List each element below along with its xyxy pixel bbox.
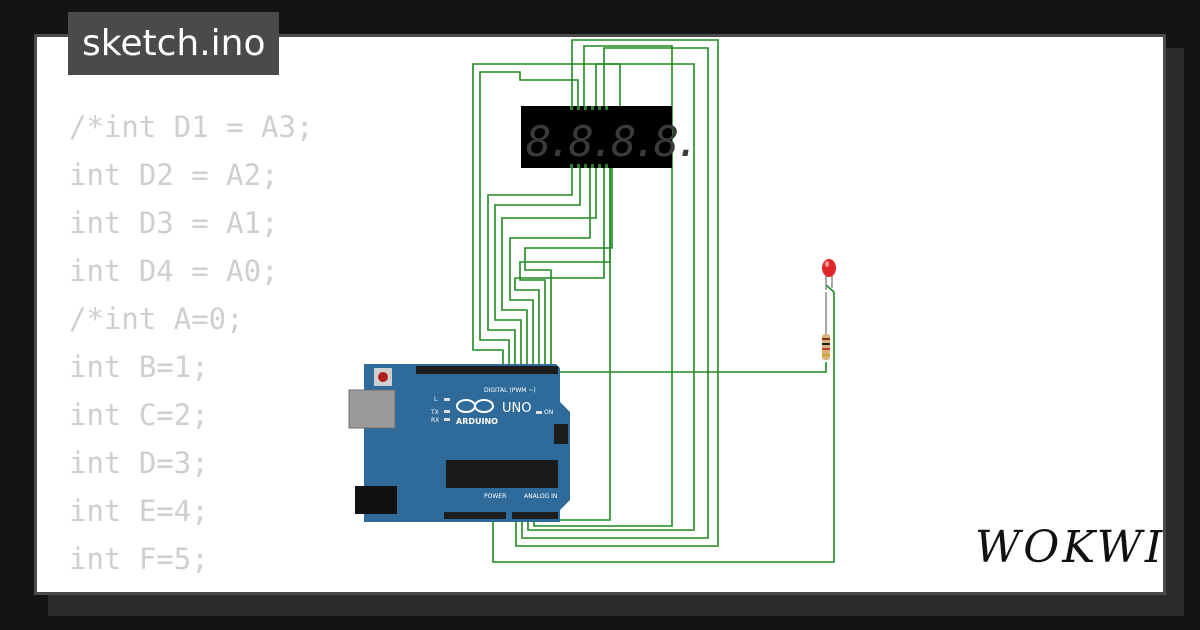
infinity-logo-icon <box>456 399 494 413</box>
code-snippet: /*int D1 = A3; int D2 = A2; int D3 = A1;… <box>69 103 314 592</box>
wire <box>527 63 695 531</box>
wire <box>472 63 621 368</box>
code-line: int D3 = A1; <box>69 206 279 240</box>
uno-label: UNO <box>502 401 531 416</box>
wires <box>472 39 835 563</box>
display-digits: 8.8.8.8. <box>526 117 696 166</box>
arduino-board: DIGITAL (PWM ~) ARDUINO UNO POWER ANALOG… <box>348 364 570 522</box>
l-label: L <box>434 396 438 403</box>
wire <box>501 162 597 368</box>
rx-label: RX <box>431 417 439 424</box>
arduino-logo-text: ARDUINO <box>456 417 498 426</box>
code-line: /*int A=0; <box>69 302 244 336</box>
led-icon <box>822 259 836 290</box>
wire <box>509 162 591 368</box>
code-line: int D2 = A2; <box>69 158 279 192</box>
sketch-title: sketch.ino <box>68 12 280 75</box>
wire <box>514 162 605 368</box>
seven-segment-display: 8.8.8.8. <box>521 106 700 168</box>
wokwi-logo: WOKWI <box>975 522 1166 573</box>
code-line: int D4 = A0; <box>69 254 279 288</box>
usb-port-icon <box>348 389 396 429</box>
power-label: POWER <box>484 493 506 500</box>
code-line: int C=2; <box>69 398 209 432</box>
wire <box>494 162 581 368</box>
wire <box>557 362 827 373</box>
code-line: int G=6; <box>69 583 313 592</box>
wire <box>492 284 835 563</box>
analog-label: ANALOG IN <box>524 493 557 500</box>
wire <box>515 39 719 547</box>
resistor-icon <box>822 292 830 360</box>
code-line: int F=5; <box>69 542 209 576</box>
on-label: ON <box>544 409 553 416</box>
display-body <box>521 106 672 168</box>
code-line: int B=1; <box>69 350 209 384</box>
chip-icon <box>446 460 558 488</box>
digital-label: DIGITAL (PWM ~) <box>484 387 536 394</box>
display-pins <box>570 106 608 168</box>
code-line: int D=3; <box>69 446 209 480</box>
wire <box>540 162 611 521</box>
wire <box>524 162 613 368</box>
wire <box>533 45 673 527</box>
code-line: /*int D1 = A3; <box>69 110 314 144</box>
code-line: int E=4; <box>69 494 209 528</box>
wire <box>487 162 573 368</box>
tx-label: TX <box>430 409 439 416</box>
power-jack-icon <box>355 486 397 514</box>
wire <box>479 71 579 368</box>
wire <box>521 47 709 539</box>
